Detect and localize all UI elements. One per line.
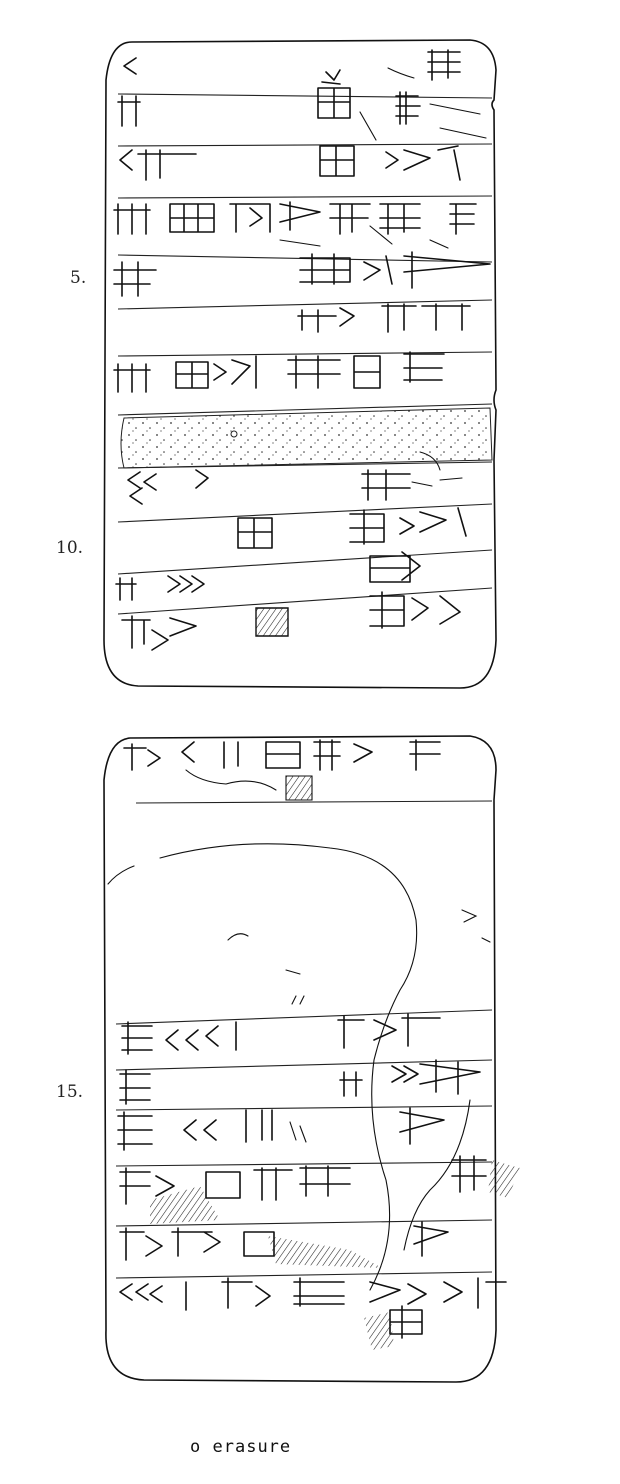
cuneiform-line-10 — [237, 507, 467, 549]
cuneiform-line-2 — [117, 87, 487, 141]
obverse-tablet — [103, 39, 497, 689]
erasure-legend: o erasure — [190, 1437, 291, 1457]
cuneiform-line-15 — [119, 1059, 481, 1105]
cuneiform-line-14 — [121, 1013, 441, 1055]
cuneiform-line-16 — [117, 1107, 445, 1151]
cuneiform-line-13 — [123, 739, 441, 801]
reverse-tablet — [103, 735, 520, 1383]
cuneiform-line-9 — [127, 451, 463, 505]
cuneiform-line-11 — [115, 551, 421, 601]
line-number-5: 5. — [70, 268, 87, 288]
cuneiform-line-6 — [297, 303, 471, 333]
cuneiform-line-19 — [119, 1277, 507, 1350]
cuneiform-line-12 — [121, 591, 461, 651]
cuneiform-line-5 — [113, 251, 491, 297]
line-number-10: 10. — [56, 538, 84, 558]
line-number-15: 15. — [56, 1082, 84, 1102]
cuneiform-line-3 — [119, 145, 461, 181]
cuneiform-line-4 — [113, 201, 477, 249]
erasure-legend-text: erasure — [212, 1437, 292, 1457]
cuneiform-line-1 — [123, 49, 461, 85]
cuneiform-line-17 — [119, 1155, 520, 1224]
cuneiform-line-18 — [119, 1221, 449, 1268]
erasure-marker-icon: o — [190, 1437, 202, 1457]
cuneiform-line-7 — [113, 351, 445, 393]
